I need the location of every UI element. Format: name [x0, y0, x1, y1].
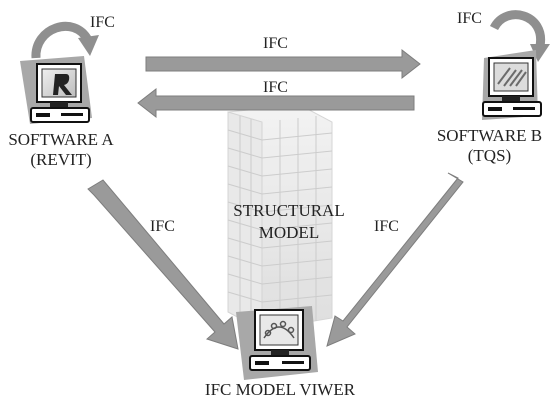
viewer-screen-icon: [263, 320, 295, 339]
structural-model-label: STRUCTURAL MODEL: [222, 200, 356, 244]
computer-viewer-icon: [236, 306, 318, 380]
revit-logo-icon: [53, 74, 72, 95]
computer-b-icon: [482, 50, 542, 120]
arrow-a-to-b-label: IFC: [263, 35, 288, 52]
arrow-b-to-viewer-label: IFC: [374, 218, 399, 235]
loop-arrow-a-icon: [31, 21, 99, 59]
computer-a-icon: [20, 56, 92, 124]
tqs-screen-icon: [497, 67, 527, 87]
software-a-name: SOFTWARE A: [8, 130, 114, 149]
viewer-label: IFC MODEL VIWER: [204, 380, 356, 399]
software-a-label: SOFTWARE A (REVIT): [0, 130, 122, 169]
arrow-b-to-a-label: IFC: [263, 79, 288, 96]
structural-model-line1: STRUCTURAL: [233, 201, 345, 220]
software-b-loop-label: IFC: [457, 10, 482, 27]
arrow-b-to-viewer: [326, 172, 464, 347]
arrow-a-to-viewer-label: IFC: [150, 218, 175, 235]
arrow-a-to-viewer: [87, 179, 239, 350]
structural-model-line2: MODEL: [258, 223, 320, 243]
arrow-b-to-a: [137, 87, 415, 119]
software-a-tool: (REVIT): [30, 149, 92, 169]
software-a-loop-label: IFC: [90, 14, 115, 31]
software-b-name: SOFTWARE B: [436, 126, 543, 145]
arrow-a-to-b: [145, 48, 421, 80]
loop-arrow-b-icon: [489, 10, 550, 62]
software-b-label: SOFTWARE B (TQS): [428, 126, 551, 165]
software-b-tool: (TQS): [467, 145, 512, 165]
structural-model-icon: [227, 104, 333, 331]
